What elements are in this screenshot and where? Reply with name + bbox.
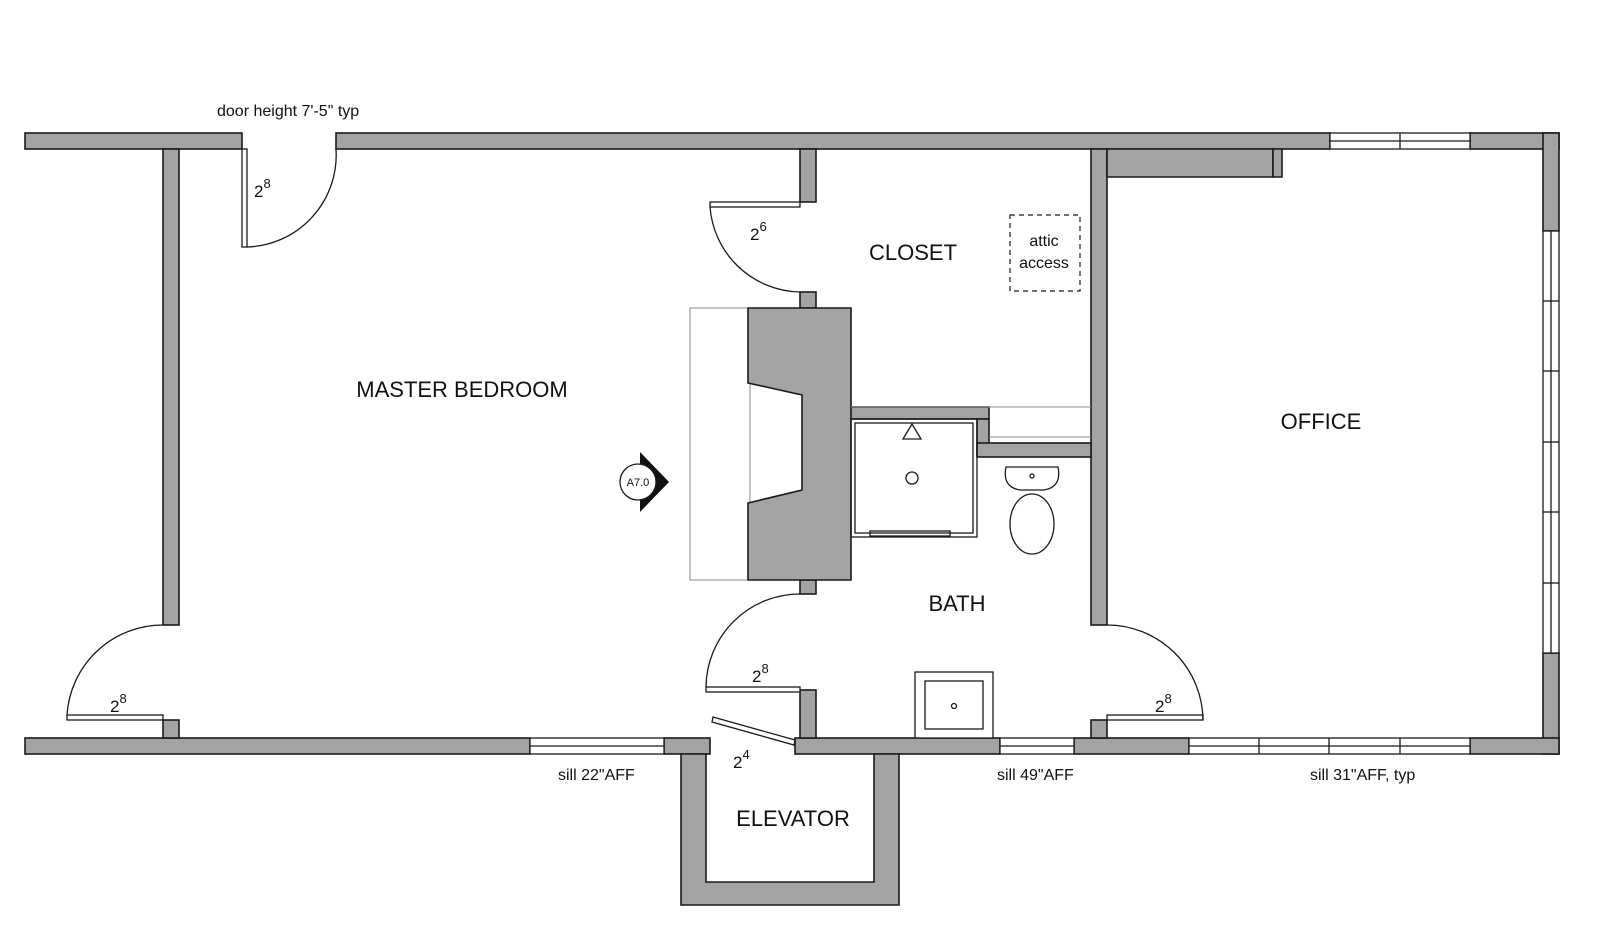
office-west-wall [1090, 148, 1108, 626]
section-circle [619, 463, 657, 501]
office-door-stub [1090, 719, 1108, 739]
window-bedroom-south [529, 737, 665, 755]
closet-west-wall-top [799, 148, 817, 203]
office-bulkhead-end [1272, 148, 1283, 178]
room-labels: MASTER BEDROOM CLOSET OFFICE BATH ELEVAT… [356, 240, 1361, 831]
attic-access-hatch[interactable] [1009, 214, 1081, 292]
window-east-office [1542, 230, 1560, 654]
door-top-left[interactable] [241, 148, 337, 248]
room-label-closet: CLOSET [869, 240, 957, 265]
room-label-elevator: ELEVATOR [736, 806, 850, 831]
room-label-office: OFFICE [1281, 409, 1362, 434]
door-width-label: 24 [733, 747, 750, 772]
section-marker[interactable]: A7.0 [619, 452, 669, 512]
east-wall-north [1542, 132, 1560, 232]
shower [850, 418, 978, 538]
shower-head-icon [901, 422, 923, 440]
door-width-label: 28 [254, 176, 271, 201]
door-elevator[interactable] [711, 716, 796, 746]
sink [914, 671, 994, 739]
bottom-wall-west [24, 737, 531, 755]
shower-drain-icon [905, 471, 919, 485]
door-width-label: 28 [110, 691, 127, 716]
office-north-bulkhead [1106, 148, 1274, 178]
door-office[interactable] [1106, 624, 1204, 721]
elevator-shaft [680, 753, 900, 906]
sill-note-22: sill 22"AFF [558, 767, 635, 784]
sill-note-49: sill 49"AFF [997, 767, 1074, 784]
top-wall-west [24, 132, 243, 150]
bottom-wall-bath [794, 737, 1001, 755]
annotations: door height 7'-5" typ sill 22"AFF sill 4… [217, 103, 1415, 784]
door-width-label: 28 [1155, 691, 1172, 716]
west-partition-stub [162, 719, 180, 739]
windows [529, 132, 1560, 755]
bath-toilet-wall [976, 442, 1092, 458]
attic-label-line2: access [1019, 255, 1069, 272]
toilet-bowl [1009, 493, 1055, 555]
door-height-note: door height 7'-5" typ [217, 103, 359, 120]
window-top-office [1329, 132, 1471, 150]
bottom-wall-east [1469, 737, 1560, 755]
room-label-bath: BATH [928, 591, 985, 616]
bath-door-stub [799, 689, 817, 739]
bath-north-wall [849, 406, 990, 420]
closet-west-wall-stub [799, 291, 817, 309]
bottom-wall-office-door [1073, 737, 1190, 755]
fixtures [850, 214, 1081, 739]
window-bath-south [999, 737, 1075, 755]
door-width-labels: 28 26 28 28 24 28 [110, 176, 1172, 772]
door-width-label: 28 [752, 661, 769, 686]
fireplace [689, 307, 1091, 581]
door-bath[interactable] [705, 593, 801, 693]
west-partition-wall [162, 148, 180, 626]
interior-walls [162, 148, 1283, 739]
hearth-outline [689, 307, 751, 581]
door-width-label: 26 [750, 219, 767, 244]
elevator-walls [680, 753, 900, 906]
section-tag-label: A7.0 [627, 477, 650, 489]
bottom-wall-elev-left [663, 737, 711, 755]
bath-west-stub [799, 579, 817, 595]
top-wall-center [335, 132, 1331, 150]
sill-note-31: sill 31"AFF, typ [1310, 767, 1415, 784]
sink-drain-icon [950, 702, 958, 710]
attic-label-line1: attic [1029, 233, 1058, 250]
window-office-south [1188, 737, 1471, 755]
door-closet[interactable] [709, 201, 801, 293]
chimney-mass [747, 307, 852, 581]
door-bedroom-bottom[interactable] [66, 624, 164, 721]
room-label-master-bedroom: MASTER BEDROOM [356, 377, 567, 402]
toilet [1004, 466, 1060, 555]
doors [66, 148, 1204, 746]
exterior-walls [24, 132, 1560, 755]
